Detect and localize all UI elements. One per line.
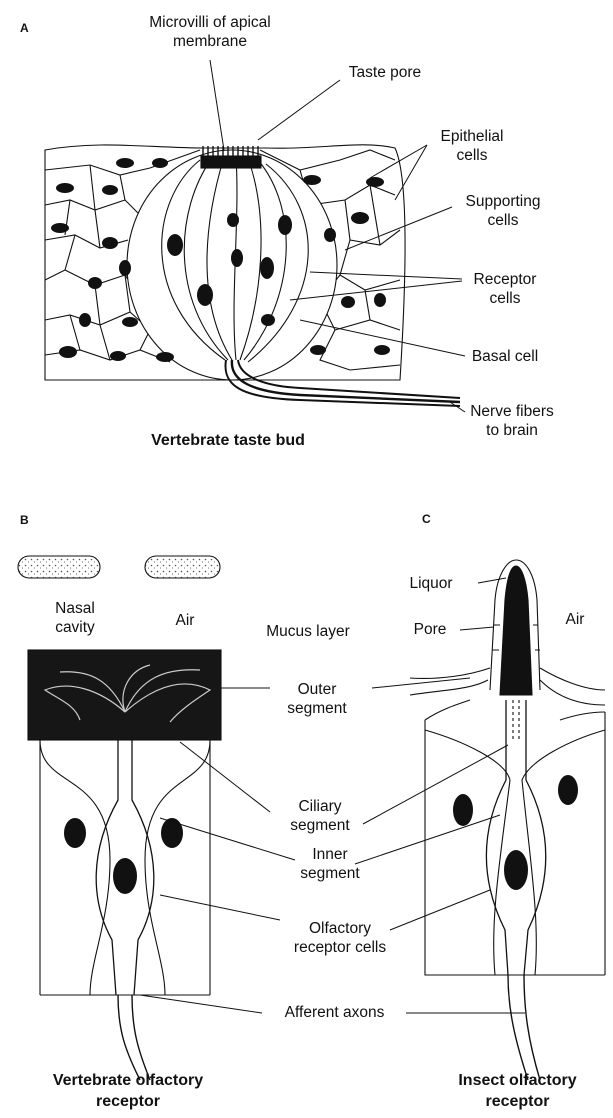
label-air-left: Air [160,611,210,630]
label-mucus-layer: Mucus layer [243,622,373,641]
panel-label-c: C [422,512,431,526]
vertebrate-nuclei [64,818,183,894]
label-liquor: Liquor [386,574,476,593]
label-afferent-axons: Afferent axons [262,1003,407,1022]
label-basal-cell: Basal cell [455,347,555,366]
label-taste-pore: Taste pore [330,63,440,82]
taste-bud-drawing [45,145,460,406]
label-pore: Pore [405,620,455,639]
label-air-right: Air [550,610,600,629]
panel-label-b: B [20,513,29,527]
insect-nuclei [453,775,578,890]
caption-taste-bud: Vertebrate taste bud [118,430,338,451]
panel-label-a: A [20,21,29,35]
